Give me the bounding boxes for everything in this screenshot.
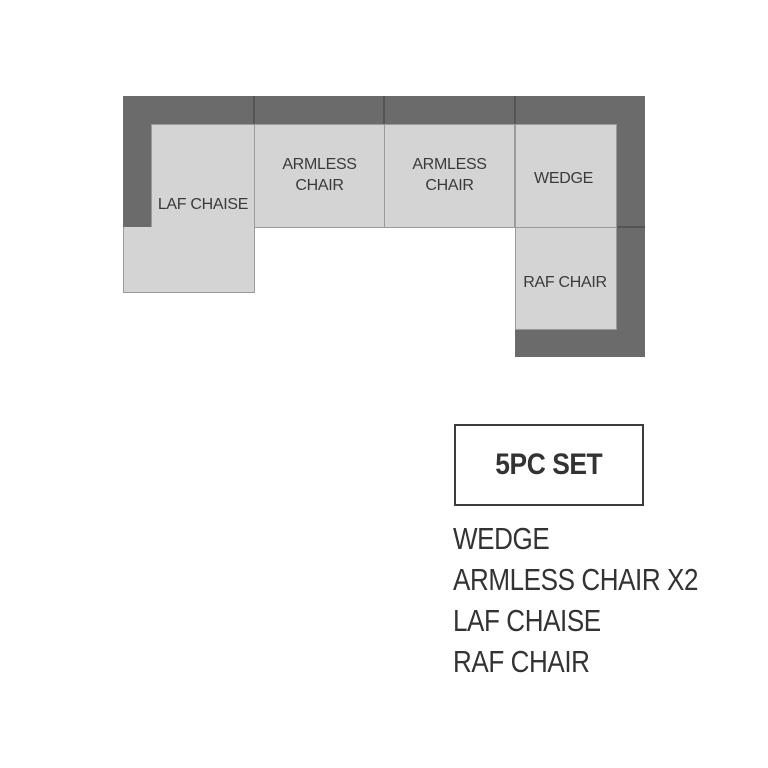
wedge-label: WEDGE (534, 169, 593, 187)
seam (615, 226, 645, 228)
back-top-armless-1 (254, 96, 384, 126)
list-item: WEDGE (453, 521, 550, 556)
armless-chair-1-seat (254, 124, 385, 228)
raf-chair-label: RAF CHAIR (523, 273, 607, 291)
seam (514, 96, 516, 126)
set-title-box: 5PC SET (454, 424, 644, 506)
list-item: ARMLESS CHAIR X2 (453, 562, 699, 597)
back-top-armless-2 (384, 96, 515, 126)
list-item: LAF CHAISE (453, 603, 601, 638)
set-contents-list: WEDGE ARMLESS CHAIR X2 LAF CHAISE RAF CH… (453, 518, 745, 682)
wedge-seat (515, 124, 617, 228)
armless-chair-2-label: ARMLESS CHAIR (412, 156, 487, 194)
laf-chaise-label: LAF CHAISE (157, 195, 249, 213)
raf-chair-seat (515, 227, 617, 330)
set-title: 5PC SET (495, 448, 603, 481)
armless-chair-2-seat (384, 124, 515, 228)
seam (253, 96, 255, 126)
seam (383, 96, 385, 126)
laf-chaise-seat-lower (123, 227, 255, 293)
armless-chair-1-label: ARMLESS CHAIR (282, 156, 357, 194)
list-item: RAF CHAIR (453, 644, 590, 679)
